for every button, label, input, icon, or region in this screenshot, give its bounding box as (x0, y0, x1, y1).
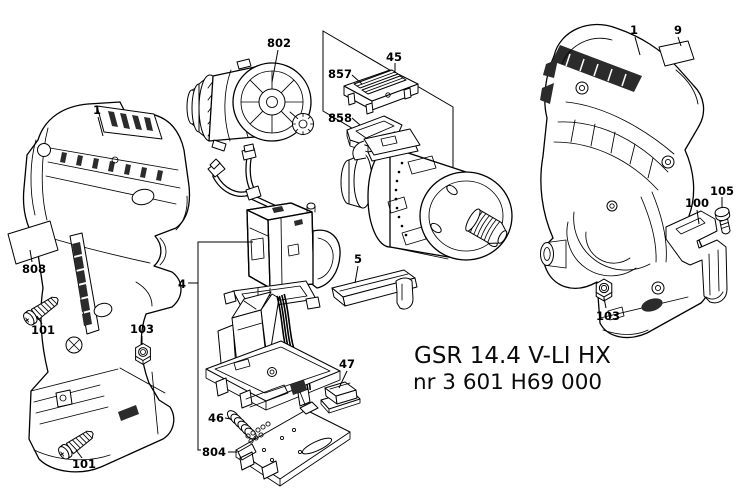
screw-bosses (575, 81, 675, 295)
callout-nut-103-right: 103 (596, 309, 620, 323)
plate-knurl (245, 421, 271, 444)
callout-sticker-808: 808 (22, 262, 46, 276)
nut-103-left-drawing (135, 343, 151, 365)
leader-lines (29, 36, 723, 459)
callout-frame-45: 45 (386, 50, 402, 64)
clamp-arm (352, 140, 367, 161)
callout-screw-105: 105 (710, 184, 734, 198)
baseplate-804-drawing (235, 401, 351, 487)
plate-857-drawing (343, 69, 419, 115)
callout-screw-101-upper: 101 (31, 323, 55, 337)
battery-latch (55, 389, 73, 408)
gearbox-drawing (340, 128, 513, 261)
fwd-rev-button (306, 202, 316, 210)
callout-labels: 1 808 101 103 101 802 45 857 858 4 5 46 … (22, 23, 734, 471)
callout-pad-47: 47 (339, 357, 355, 371)
spindle-collar (540, 239, 567, 269)
callout-nut-103-left: 103 (130, 322, 154, 336)
callout-clip-858: 858 (328, 111, 352, 125)
torque-ring-dots (394, 161, 408, 237)
callout-right-housing: 1 (630, 23, 638, 37)
plate-slot (301, 437, 333, 455)
group-bracket-4 (188, 241, 253, 453)
callout-belt-clip-100: 100 (685, 196, 709, 210)
callout-left-housing: 1 (93, 103, 101, 117)
pinion-gear (289, 111, 314, 135)
side-hole (131, 188, 155, 206)
nut-103-right-drawing (595, 278, 613, 302)
sticker-808-drawing (7, 220, 59, 265)
callout-sticker-9: 9 (674, 23, 682, 37)
callout-button-5: 5 (354, 252, 362, 266)
model-number: nr 3 601 H69 000 (413, 370, 602, 395)
chuck-spindle (465, 208, 508, 244)
pad-47-drawing (320, 381, 361, 414)
plate-holes (261, 427, 303, 463)
sticker-9-drawing (658, 40, 695, 67)
belt-clip-100-drawing (665, 210, 728, 304)
callout-switch-4: 4 (178, 277, 186, 291)
left-housing-drawing (22, 101, 191, 473)
callout-plate-857: 857 (328, 67, 352, 81)
clutch-screw-boss (65, 336, 83, 354)
motor-802-drawing (186, 58, 314, 152)
rear-cap-hole (37, 143, 51, 157)
motor-wires (207, 143, 291, 217)
brush-tab (236, 58, 252, 70)
callout-screw-101-lower: 101 (72, 457, 96, 471)
right-housing-drawing (540, 23, 712, 339)
trigger (312, 229, 341, 289)
switch-body (246, 202, 316, 289)
screw-105-drawing (714, 206, 731, 235)
model-title: GSR 14.4 V-LI HX (414, 343, 611, 369)
callout-spring-46: 46 (208, 411, 224, 425)
spring-46-drawing (226, 410, 257, 440)
slide-button-5-drawing (331, 269, 418, 310)
gearbox-face (419, 171, 513, 261)
switch-assembly-drawing (205, 143, 341, 413)
callout-plate-804: 804 (202, 445, 226, 459)
callout-motor-802: 802 (267, 36, 291, 50)
title-block: GSR 14.4 V-LI HX nr 3 601 H69 000 (413, 343, 611, 395)
